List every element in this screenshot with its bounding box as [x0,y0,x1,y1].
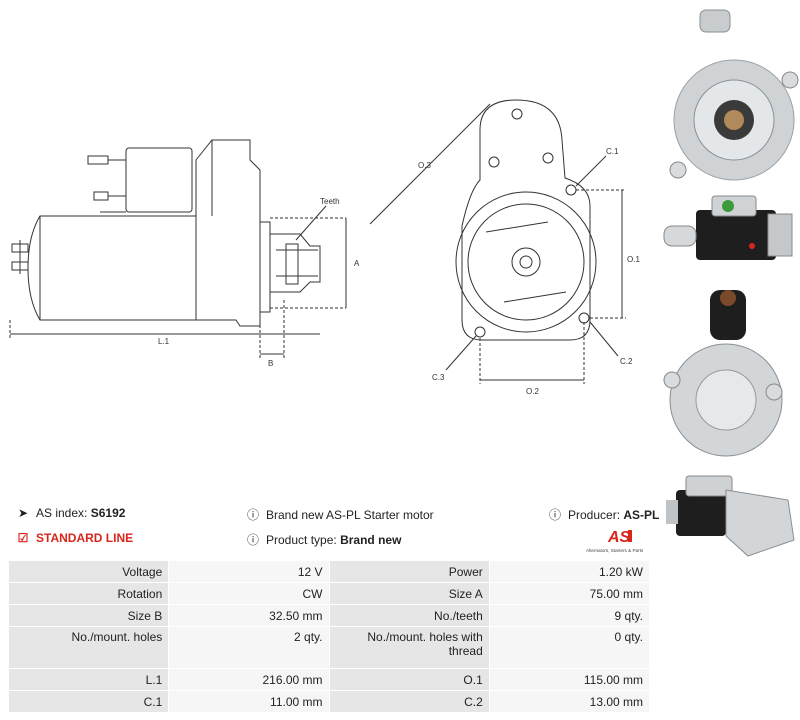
tags-icon: ➤ [17,506,29,520]
product-photos [663,9,799,557]
spec-value: 32.50 mm [168,604,330,627]
spec-key: O.1 [328,668,490,691]
photo-front [669,9,799,181]
spec-key: No./teeth [328,604,490,627]
spec-value: 2 qty. [168,626,330,669]
as-index-value: S6192 [90,506,126,520]
spec-key: C.1 [7,690,170,713]
spec-value: 1.20 kW [488,560,651,583]
info-icon: ⓘ [246,533,259,547]
as-pl-logo: AS Alternators, Starters & Parts [586,529,644,553]
checkbox-check-icon: ☑ [17,531,29,545]
spec-key: Size A [328,582,490,605]
spec-value: 9 qty. [488,604,651,627]
side-view [11,139,321,327]
spec-value: 0 qty. [488,626,651,669]
as-index: ➤ AS index: S6192 [16,506,125,520]
spec-value: 75.00 mm [488,582,651,605]
label-l1: L.1 [158,337,170,346]
label-c2: C.2 [620,357,633,366]
spec-key: Size B [7,604,170,627]
label-a: A [354,259,360,268]
label-c3: C.3 [432,373,445,382]
spec-value: 13.00 mm [488,690,651,713]
spec-value: 115.00 mm [488,668,651,691]
label-o3: O.3 [418,161,431,170]
label-teeth: Teeth [320,197,340,206]
label-o1: O.1 [627,255,640,264]
label-c1: C.1 [606,147,619,156]
spec-key: Voltage [7,560,170,583]
spec-key: Rotation [7,582,170,605]
info-icon: ⓘ [246,508,259,522]
spec-key: Power [328,560,490,583]
spec-value: 12 V [168,560,330,583]
standard-line: ☑ STANDARD LINE [16,531,134,545]
photo-angled [666,475,795,557]
product-description: ⓘ Brand new AS-PL Starter motor [246,506,434,523]
spec-key: No./mount. holes with thread [328,626,490,669]
description-text: Brand new AS-PL Starter motor [266,507,434,522]
front-view [455,99,597,341]
spec-key: L.1 [7,668,170,691]
producer-value: AS-PL [623,507,660,522]
product-type-value: Brand new [340,532,402,547]
label-b: B [268,359,273,368]
producer: ⓘ Producer: AS-PL [548,506,659,523]
product-type-label: Product type: [266,532,337,547]
svg-text:AS: AS [607,529,631,546]
label-o2: O.2 [526,387,539,396]
spec-value: CW [168,582,330,605]
photo-back [663,290,783,457]
svg-text:Alternators, Starters & Parts: Alternators, Starters & Parts [586,548,644,553]
spec-value: 216.00 mm [168,668,330,691]
product-type: ⓘ Product type: Brand new [246,531,401,548]
side-dim-lines [9,217,346,358]
spec-key: No./mount. holes [7,626,170,669]
spec-key: C.2 [328,690,490,713]
standard-line-label: STANDARD LINE [36,531,134,545]
as-index-label: AS index: [36,506,88,520]
info-icon: ⓘ [548,508,561,522]
technical-drawing: Teeth A B L.1 O.3 C.1 O.1 C.2 C.3 O.2 [9,99,640,396]
spec-value: 11.00 mm [168,690,330,713]
photo-side [663,195,793,260]
producer-label: Producer: [568,507,621,522]
